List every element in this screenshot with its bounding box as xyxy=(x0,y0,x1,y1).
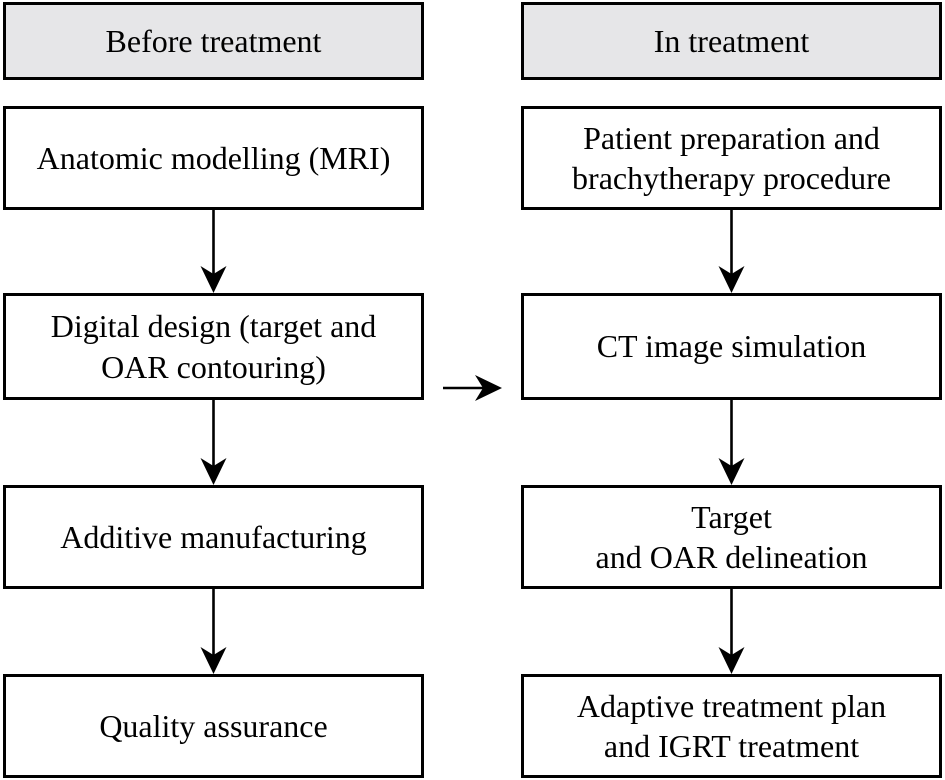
step-additive-manufacturing: Additive manufacturing xyxy=(3,485,424,589)
step-ct-image-simulation: CT image simulation xyxy=(521,293,942,400)
column-header-before-treatment: Before treatment xyxy=(3,2,424,80)
step-target-oar-delineation: Target and OAR delineation xyxy=(521,485,942,589)
down-arrow-icon xyxy=(200,589,227,674)
down-arrow-icon xyxy=(718,589,745,674)
right-arrow-icon xyxy=(443,375,502,401)
step-adaptive-treatment-plan: Adaptive treatment plan and IGRT treatme… xyxy=(521,674,942,778)
down-arrow-icon xyxy=(200,400,227,485)
column-header-in-treatment: In treatment xyxy=(521,2,942,80)
step-patient-preparation: Patient preparation and brachytherapy pr… xyxy=(521,106,942,210)
down-arrow-icon xyxy=(718,210,745,293)
step-quality-assurance: Quality assurance xyxy=(3,674,424,778)
down-arrow-icon xyxy=(718,400,745,485)
down-arrow-icon xyxy=(200,209,227,293)
step-digital-design: Digital design (target and OAR contourin… xyxy=(3,293,424,400)
step-anatomic-modelling: Anatomic modelling (MRI) xyxy=(3,106,424,210)
